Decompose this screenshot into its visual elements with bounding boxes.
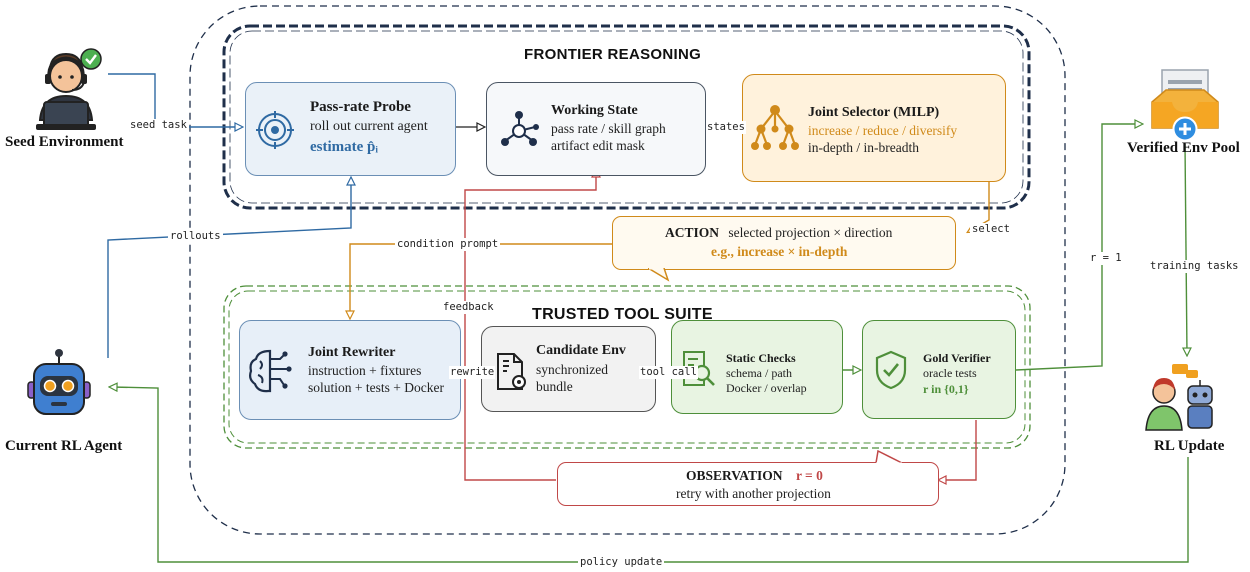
edge-training-tasks: [1185, 143, 1187, 355]
working-line2: artifact edit mask: [551, 138, 645, 153]
label-tool-call: tool call: [639, 366, 698, 379]
static-line2: Docker / overlap: [726, 381, 807, 395]
static-title: Static Checks: [726, 351, 796, 365]
candidate-title: Candidate Env: [536, 343, 626, 358]
human-robot-icon: [1142, 362, 1226, 437]
action-callout-tail: [648, 268, 670, 282]
inbox-tray-icon: [1148, 66, 1228, 145]
label-policy-update: policy update: [578, 556, 665, 569]
observation-reward: r = 0: [795, 468, 823, 483]
selector-line2: in-depth / in-breadth: [808, 140, 919, 155]
candidate-line1: synchronized: [536, 362, 608, 377]
outer-container: [189, 5, 1066, 535]
working-state-box: Working State pass rate / skill graph ar…: [486, 82, 706, 176]
label-rewrite: rewrite: [449, 366, 496, 379]
rewriter-line1: instruction + fixtures: [308, 363, 422, 378]
edge-seed-task: [108, 73, 242, 127]
selector-title: Joint Selector (MILP): [808, 105, 940, 120]
current-agent-label: Current RL Agent: [5, 438, 123, 454]
seed-environment-label: Seed Environment: [5, 134, 124, 150]
edge-policy-update: [110, 387, 1189, 563]
rewriter-title: Joint Rewriter: [308, 345, 396, 360]
verified-pool-label: Verified Env Pool: [1127, 140, 1240, 156]
edge-condition-prompt: [350, 243, 612, 318]
observation-title: OBSERVATION: [686, 468, 783, 483]
label-states: states: [706, 121, 746, 134]
label-select: select: [970, 223, 1012, 236]
static-line1: schema / path: [726, 366, 792, 380]
label-r-one: r = 1: [1088, 252, 1124, 265]
tree-hierarchy-icon: [751, 103, 799, 158]
section-title-tools: TRUSTED TOOL SUITE: [532, 306, 713, 323]
action-example: e.g., increase × in-depth: [711, 244, 848, 259]
target-icon: [254, 109, 296, 156]
candidate-env-box: Candidate Env synchronized bundle: [481, 326, 656, 412]
rl-update-label: RL Update: [1154, 438, 1225, 454]
action-callout: ACTION selected projection × direction e…: [612, 216, 956, 270]
observation-callout-tail: [875, 450, 903, 464]
gold-line2: r in {0,1}: [923, 382, 969, 396]
label-condition-prompt: condition prompt: [395, 238, 501, 251]
probe-line1: roll out current agent: [310, 119, 428, 134]
static-checks-box: Static Checks schema / path Docker / ove…: [671, 320, 843, 414]
document-gear-icon: [492, 351, 532, 398]
shield-check-icon: [873, 349, 909, 396]
tools-container: [223, 285, 1031, 449]
label-seed-task: seed task: [128, 119, 189, 132]
joint-rewriter-box: Joint Rewriter instruction + fixtures so…: [239, 320, 461, 420]
headset-user-icon: [30, 50, 110, 137]
gold-title: Gold Verifier: [923, 351, 991, 365]
probe-estimate: estimate p̂ᵢ: [310, 139, 379, 155]
robot-icon: [26, 348, 92, 423]
action-title: ACTION: [665, 225, 720, 240]
gold-verifier-box: Gold Verifier oracle tests r in {0,1}: [862, 320, 1016, 419]
candidate-line2: bundle: [536, 379, 573, 394]
rewriter-line2: solution + tests + Docker: [308, 380, 444, 395]
check-badge-icon: [80, 48, 102, 75]
edge-r-one: [1015, 124, 1142, 371]
edge-rollouts: [107, 178, 351, 358]
label-feedback: feedback: [441, 301, 496, 314]
edge-feedback: [464, 170, 596, 481]
observation-callout: OBSERVATION r = 0 retry with another pro…: [557, 462, 939, 506]
pass-rate-probe-box: Pass-rate Probe roll out current agent e…: [245, 82, 456, 176]
observation-text: retry with another projection: [676, 486, 831, 501]
frontier-container: [222, 24, 1031, 210]
label-training-tasks: training tasks: [1148, 260, 1241, 273]
plus-badge-icon: [1172, 116, 1198, 147]
edge-r-zero: [939, 420, 977, 480]
label-rollouts: rollouts: [168, 230, 223, 243]
brain-circuit-icon: [246, 347, 294, 400]
selector-line1: increase / reduce / diversify: [808, 123, 958, 138]
section-title-frontier: FRONTIER REASONING: [524, 46, 702, 63]
working-line1: pass rate / skill graph: [551, 121, 666, 136]
network-graph-icon: [497, 109, 541, 158]
gold-line1: oracle tests: [923, 366, 977, 380]
probe-title: Pass-rate Probe: [310, 99, 411, 115]
joint-selector-box: Joint Selector (MILP) increase / reduce …: [742, 74, 1006, 182]
working-title: Working State: [551, 103, 638, 118]
action-text: selected projection × direction: [728, 225, 893, 240]
